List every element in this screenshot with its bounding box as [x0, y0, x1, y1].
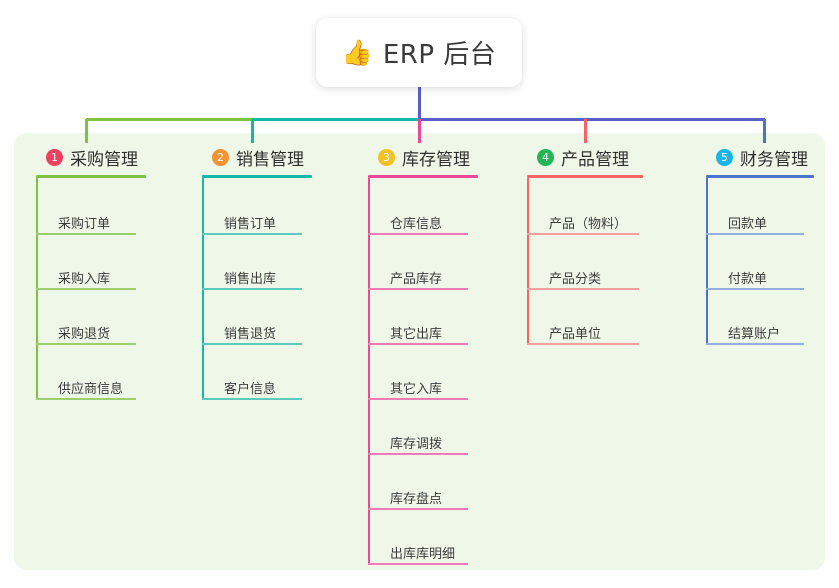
column-销售管理: 2 销售管理销售订单销售出库销售退货客户信息 [202, 146, 324, 400]
column-badge: 4 [537, 148, 554, 166]
column-header-2[interactable]: 2 销售管理 [202, 146, 324, 170]
column-badge: 5 [716, 148, 733, 166]
connector-lines [85, 87, 766, 143]
column-title: 产品管理 [561, 149, 629, 170]
column-title: 销售管理 [236, 149, 304, 170]
leaf-item[interactable]: 库存盘点 [368, 483, 468, 510]
column-header-rule [368, 175, 478, 178]
leaf-item-rule [36, 398, 136, 400]
leaf-item-rule [527, 343, 639, 345]
leaf-item[interactable]: 销售订单 [202, 208, 302, 235]
leaf-item-label: 结算账户 [728, 327, 781, 342]
column-header-5[interactable]: 5 财务管理 [706, 146, 826, 170]
leaf-item-rule [706, 343, 804, 345]
column-header-rule [527, 175, 643, 178]
column-header-4[interactable]: 4 产品管理 [527, 146, 655, 170]
leaf-item-label: 采购订单 [58, 217, 111, 232]
leaf-item[interactable]: 回款单 [706, 208, 804, 235]
leaf-item[interactable]: 结算账户 [706, 318, 804, 345]
leaf-item-rule [368, 508, 468, 510]
column-title: 采购管理 [70, 149, 138, 170]
leaf-item-rule [36, 233, 136, 235]
leaf-item[interactable]: 库存调拨 [368, 428, 468, 455]
leaf-item-label: 库存盘点 [390, 492, 443, 507]
column-财务管理: 5 财务管理回款单付款单结算账户 [706, 146, 826, 345]
leaf-item-label: 回款单 [728, 217, 768, 232]
leaf-item[interactable]: 客户信息 [202, 373, 302, 400]
column-header-rule [202, 175, 312, 178]
column-badge: 2 [212, 148, 229, 166]
leaf-item-label: 采购退货 [58, 327, 111, 342]
leaf-item-rule [368, 398, 468, 400]
leaf-item[interactable]: 采购入库 [36, 263, 136, 290]
column-badge: 3 [378, 148, 395, 166]
leaf-item-rule [36, 288, 136, 290]
leaf-item-label: 其它入库 [390, 382, 443, 397]
column-产品管理: 4 产品管理产品（物料） 产品分类产品单位 [527, 146, 655, 345]
leaf-item-label: 销售出库 [224, 272, 277, 287]
leaf-item[interactable]: 出库库明细 [368, 538, 468, 565]
leaf-item-label: 出库库明细 [390, 547, 456, 562]
root-node-card[interactable]: 👍 ERP 后台 [316, 18, 522, 87]
leaf-item-rule [202, 233, 302, 235]
leaf-item-label: 其它出库 [390, 327, 443, 342]
column-rail [706, 178, 708, 344]
column-title: 库存管理 [402, 149, 470, 170]
leaf-item-rule [202, 343, 302, 345]
leaf-item[interactable]: 仓库信息 [368, 208, 468, 235]
leaf-item[interactable]: 产品（物料） [527, 208, 639, 235]
leaf-item-label: 销售订单 [224, 217, 277, 232]
column-title: 财务管理 [740, 149, 808, 170]
leaf-item-rule [36, 343, 136, 345]
leaf-item[interactable]: 产品单位 [527, 318, 639, 345]
leaf-item-rule [706, 233, 804, 235]
column-header-rule [706, 175, 814, 178]
leaf-item[interactable]: 产品分类 [527, 263, 639, 290]
leaf-item-rule [706, 288, 804, 290]
leaf-item[interactable]: 其它入库 [368, 373, 468, 400]
leaf-item-label: 产品分类 [549, 272, 602, 287]
leaf-item-rule [202, 288, 302, 290]
leaf-item-label: 销售退货 [224, 327, 277, 342]
leaf-item[interactable]: 销售退货 [202, 318, 302, 345]
diagram-panel [14, 133, 825, 570]
leaf-item-rule [368, 233, 468, 235]
leaf-item-rule [368, 453, 468, 455]
column-badge: 1 [46, 148, 63, 166]
leaf-item-label: 客户信息 [224, 382, 277, 397]
leaf-item-rule [202, 398, 302, 400]
leaf-item-label: 供应商信息 [58, 382, 124, 397]
leaf-item-rule [368, 288, 468, 290]
leaf-item-rule [368, 563, 468, 565]
column-rail [527, 178, 529, 344]
leaf-item-label: 产品（物料） [549, 217, 628, 232]
leaf-item[interactable]: 供应商信息 [36, 373, 136, 400]
column-header-3[interactable]: 3 库存管理 [368, 146, 490, 170]
leaf-item[interactable]: 付款单 [706, 263, 804, 290]
column-header-rule [36, 175, 146, 178]
leaf-item-label: 付款单 [728, 272, 768, 287]
leaf-item-label: 仓库信息 [390, 217, 443, 232]
column-采购管理: 1 采购管理采购订单采购入库采购退货供应商信息 [36, 146, 158, 400]
leaf-item[interactable]: 销售出库 [202, 263, 302, 290]
leaf-item-rule [368, 343, 468, 345]
leaf-item-label: 库存调拨 [390, 437, 443, 452]
leaf-item-label: 采购入库 [58, 272, 111, 287]
leaf-item[interactable]: 采购退货 [36, 318, 136, 345]
column-库存管理: 3 库存管理仓库信息产品库存其它出库其它入库库存调拨库存盘点出库库明细 [368, 146, 490, 565]
leaf-item[interactable]: 其它出库 [368, 318, 468, 345]
leaf-item-label: 产品单位 [549, 327, 602, 342]
column-header-1[interactable]: 1 采购管理 [36, 146, 158, 170]
leaf-item-label: 产品库存 [390, 272, 443, 287]
leaf-item[interactable]: 采购订单 [36, 208, 136, 235]
column-rail [368, 178, 370, 564]
leaf-item[interactable]: 产品库存 [368, 263, 468, 290]
leaf-item-rule [527, 233, 639, 235]
root-title: ERP 后台 [382, 40, 497, 70]
thumbs-up-icon: 👍 [341, 38, 373, 67]
leaf-item-rule [527, 288, 639, 290]
